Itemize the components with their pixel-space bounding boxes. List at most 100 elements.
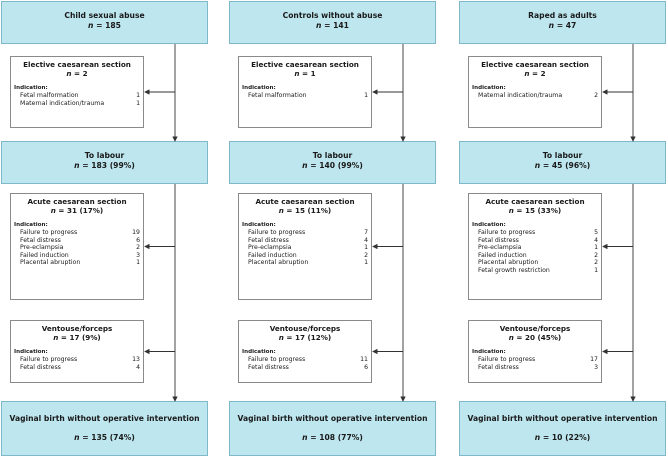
indication-row: Fetal distress 6 xyxy=(14,237,140,245)
indication-name: Failed induction xyxy=(20,251,69,259)
n-value: 1 xyxy=(310,69,316,78)
indication-count: 2 xyxy=(594,251,598,259)
indication-count: 17 xyxy=(590,356,598,363)
indication-name: Failure to progress xyxy=(20,356,78,363)
indication-name: Placental abruption xyxy=(248,259,309,267)
child-sexual-abuse-vaginal-birth-box-text: Vaginal birth without operative interven… xyxy=(2,402,207,443)
indication-label: Indication: xyxy=(242,85,276,91)
n-equals: = xyxy=(321,21,334,30)
indication-name: Maternal indication/trauma xyxy=(20,99,105,107)
indication-row: Fetal distress 6 xyxy=(242,364,368,372)
indication-count: 1 xyxy=(364,259,368,267)
n-value: 140 (99%) xyxy=(319,161,363,170)
n-value: 15 (11%) xyxy=(294,206,332,215)
n-count: n = 15 (11%) xyxy=(242,206,368,215)
n-symbol: n xyxy=(508,206,514,215)
n-value: 47 xyxy=(565,21,577,30)
indication-row: Failure to progress 13 xyxy=(14,356,140,364)
n-value: 135 (74%) xyxy=(91,433,135,442)
indication-name: Failure to progress xyxy=(248,229,306,236)
n-equals: = xyxy=(299,69,311,78)
n-symbol: n xyxy=(88,21,94,30)
n-symbol: n xyxy=(302,161,308,170)
n-value: 45 (96%) xyxy=(551,161,591,170)
controls-without-abuse-vaginal-birth-box-title: Vaginal birth without operative interven… xyxy=(237,414,428,423)
indication-name: Fetal distress xyxy=(20,236,61,244)
raped-as-adults-elective-caesarean-box-title: Elective caesarean section xyxy=(481,60,589,69)
indication-name: Placental abruption xyxy=(478,259,539,267)
n-equals: = xyxy=(529,69,541,78)
indication-row: Failure to progress 17 xyxy=(472,356,598,364)
indication-name: Pre-eclampsia xyxy=(20,244,64,252)
child-sexual-abuse-to-labour-box-title: To labour xyxy=(84,151,125,160)
n-value: 185 xyxy=(105,21,121,30)
raped-as-adults-to-labour-box-title: To labour xyxy=(542,151,583,160)
indication-count: 13 xyxy=(132,356,140,363)
n-equals: = xyxy=(55,206,67,215)
n-count: n = 1 xyxy=(242,69,368,78)
n-count: n = 10 (22%) xyxy=(460,433,665,443)
n-count: n = 108 (77%) xyxy=(230,433,435,443)
n-value: 10 (22%) xyxy=(551,433,591,442)
n-value: 108 (77%) xyxy=(319,433,363,442)
indication-name: Fetal distress xyxy=(248,363,289,371)
n-count: n = 2 xyxy=(472,69,598,78)
indication-label: Indication: xyxy=(242,222,276,228)
n-symbol: n xyxy=(534,161,541,170)
indication-count: 7 xyxy=(364,229,368,236)
n-count: n = 183 (99%) xyxy=(2,161,207,171)
indication-count: 6 xyxy=(136,236,140,244)
indication-name: Fetal distress xyxy=(20,363,61,371)
indication-label: Indication: xyxy=(472,85,506,91)
n-symbol: n xyxy=(278,333,284,342)
raped-as-adults-group-box-title: Raped as adults xyxy=(528,11,597,20)
indication-row: Failure to progress 5 xyxy=(472,229,598,237)
indication-label: Indication: xyxy=(242,349,276,355)
child-sexual-abuse-acute-caesarean-box-title: Acute caesarean section xyxy=(27,197,127,206)
n-value: 2 xyxy=(82,69,88,78)
n-symbol: n xyxy=(524,69,530,78)
indication-count: 5 xyxy=(594,229,598,236)
n-symbol: n xyxy=(278,206,284,215)
indication-count: 6 xyxy=(364,363,368,371)
indication-name: Failed induction xyxy=(248,251,297,259)
indication-name: Failure to progress xyxy=(478,229,536,236)
n-count: n = 2 xyxy=(14,69,140,78)
indication-name: Failure to progress xyxy=(478,356,536,363)
indication-count: 1 xyxy=(136,259,140,267)
n-value: 17 (9%) xyxy=(69,333,101,342)
n-equals: = xyxy=(554,21,566,30)
n-value: 2 xyxy=(540,69,546,78)
n-equals: = xyxy=(58,333,70,342)
indication-row: Placental abruption 1 xyxy=(242,259,368,267)
n-symbol: n xyxy=(53,333,59,342)
n-count: n = 135 (74%) xyxy=(2,433,207,443)
indication-count: 1 xyxy=(136,92,140,99)
raped-as-adults-acute-caesarean-box-title: Acute caesarean section xyxy=(485,197,585,206)
n-equals: = xyxy=(513,206,525,215)
raped-as-adults-vaginal-birth-box-title: Vaginal birth without operative interven… xyxy=(467,414,658,423)
controls-without-abuse-to-labour-box-title: To labour xyxy=(312,151,353,160)
n-count: n = 141 xyxy=(230,21,435,31)
n-count: n = 15 (33%) xyxy=(472,206,598,215)
indication-count: 1 xyxy=(594,266,598,274)
